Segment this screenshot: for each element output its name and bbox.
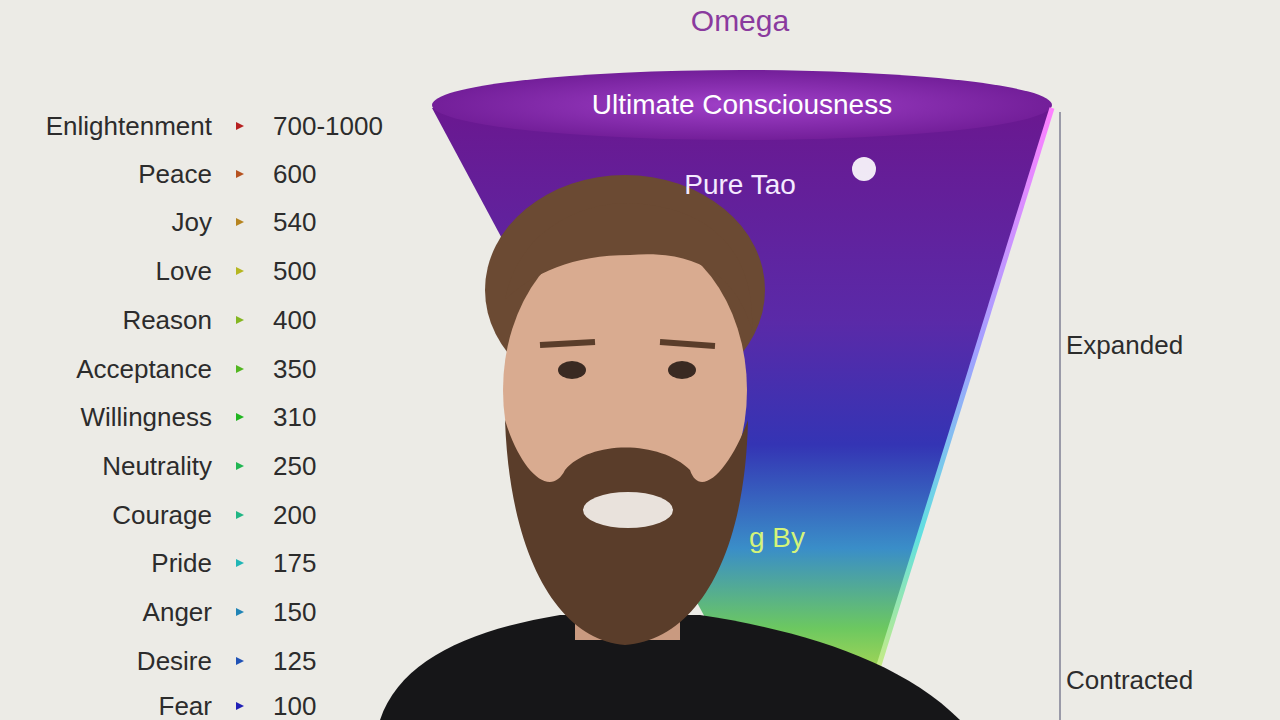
level-name: Peace <box>138 160 212 189</box>
level-marker <box>236 365 244 373</box>
level-value: 175 <box>273 549 316 578</box>
level-name: Fear <box>159 692 212 720</box>
level-marker <box>236 462 244 470</box>
level-name-wrap: Peace <box>138 160 212 189</box>
level-value: 350 <box>273 355 316 384</box>
level-marker <box>236 559 244 567</box>
level-value: 250 <box>273 452 316 481</box>
level-name: Neutrality <box>102 452 212 481</box>
level-name-wrap: Reason <box>122 306 212 335</box>
level-value-wrap: 700-1000 <box>273 112 383 141</box>
level-value-wrap: 500 <box>273 257 316 286</box>
level-value: 100 <box>273 692 316 720</box>
level-value-wrap: 175 <box>273 549 316 578</box>
cone-label-wrap: Pure Tao <box>684 170 796 201</box>
level-value: 600 <box>273 160 316 189</box>
cone-label: Pure Tao <box>684 170 796 201</box>
level-value: 310 <box>273 403 316 432</box>
level-name: Desire <box>137 647 212 676</box>
level-name-wrap: Anger <box>143 598 212 627</box>
level-name-wrap: Courage <box>112 501 212 530</box>
level-value-wrap: 250 <box>273 452 316 481</box>
level-name: Love <box>156 257 212 286</box>
level-marker <box>236 122 244 130</box>
level-value-wrap: 540 <box>273 208 316 237</box>
cone-label: Ultimate Consciousness <box>592 90 892 121</box>
level-value-wrap: 400 <box>273 306 316 335</box>
level-name-wrap: Love <box>156 257 212 286</box>
side-label-wrap: Contracted <box>1066 666 1193 695</box>
level-name-wrap: Fear <box>159 692 212 720</box>
level-marker <box>236 170 244 178</box>
side-label: Expanded <box>1066 331 1183 360</box>
level-value: 400 <box>273 306 316 335</box>
level-name: Courage <box>112 501 212 530</box>
cone-label-wrap: g By <box>749 523 805 554</box>
level-value: 150 <box>273 598 316 627</box>
level-value-wrap: 600 <box>273 160 316 189</box>
level-name: Reason <box>122 306 212 335</box>
level-name: Willingness <box>81 403 213 432</box>
level-name: Anger <box>143 598 212 627</box>
level-marker <box>236 218 244 226</box>
diagram-title-wrap: Omega <box>691 4 789 37</box>
level-marker <box>236 657 244 665</box>
level-value-wrap: 200 <box>273 501 316 530</box>
level-value-wrap: 310 <box>273 403 316 432</box>
level-name-wrap: Joy <box>172 208 212 237</box>
level-name-wrap: Willingness <box>81 403 213 432</box>
level-value-wrap: 350 <box>273 355 316 384</box>
level-marker <box>236 316 244 324</box>
level-value: 700-1000 <box>273 112 383 141</box>
cone-label: g By <box>749 523 805 554</box>
level-name: Acceptance <box>76 355 212 384</box>
level-name: Joy <box>172 208 212 237</box>
level-marker <box>236 702 244 710</box>
cone-label-wrap: Ultimate Consciousness <box>592 90 892 121</box>
level-value: 125 <box>273 647 316 676</box>
level-marker <box>236 608 244 616</box>
side-label-wrap: Expanded <box>1066 331 1183 360</box>
level-name-wrap: Desire <box>137 647 212 676</box>
level-name: Pride <box>151 549 212 578</box>
level-marker <box>236 413 244 421</box>
side-label: Contracted <box>1066 666 1193 695</box>
level-value: 540 <box>273 208 316 237</box>
level-value-wrap: 125 <box>273 647 316 676</box>
level-name-wrap: Acceptance <box>76 355 212 384</box>
level-name-wrap: Neutrality <box>102 452 212 481</box>
level-name: Enlightenment <box>46 112 212 141</box>
diagram-title: Omega <box>691 4 789 37</box>
level-value: 200 <box>273 501 316 530</box>
level-value-wrap: 100 <box>273 692 316 720</box>
level-marker <box>236 267 244 275</box>
level-value: 500 <box>273 257 316 286</box>
level-marker <box>236 511 244 519</box>
level-value-wrap: 150 <box>273 598 316 627</box>
level-name-wrap: Pride <box>151 549 212 578</box>
level-name-wrap: Enlightenment <box>46 112 212 141</box>
